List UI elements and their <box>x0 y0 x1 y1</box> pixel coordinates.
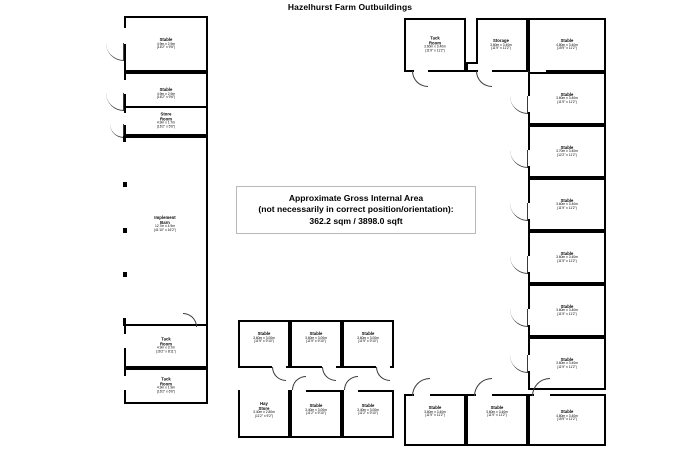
room-label: Stable 3.60m x 3.40m (11'9" x 11'2") <box>556 250 578 263</box>
room-left-tack-1[interactable]: Tack Room 4.9m x 3.7m (16'2" x 8'11") <box>124 324 208 368</box>
doorway-gap <box>122 80 126 94</box>
room-mid-stable-5[interactable]: Stable 3.40m x 3.00m (11'2" x 9'10") <box>342 390 394 438</box>
room-label: Stable 3.60m x 3.40m (11'9" x 11'2") <box>556 303 578 316</box>
room-right-stable-4[interactable]: Stable 3.60m x 3.40m (11'9" x 11'2") <box>528 231 606 284</box>
barn-post <box>123 182 127 187</box>
door-arc-icon <box>510 203 528 221</box>
room-label: Stable 3.40m x 3.00m (11'2" x 9'10") <box>357 403 379 416</box>
room-bot-stable-3[interactable]: Stable 4.80m x 3.40m (15'9" x 11'2") <box>528 394 606 446</box>
room-label: Stable 3.60m x 3.40m (11'9" x 11'2") <box>556 91 578 104</box>
room-top-stable[interactable]: Stable 4.80m x 3.40m (15'9" x 11'2") <box>528 18 606 72</box>
gia-line-2: (not necessarily in correct position/ori… <box>258 204 454 215</box>
room-label: Stable 3.60m x 3.00m (11'9" x 9'10") <box>357 331 379 344</box>
doorway-gap <box>526 256 531 272</box>
room-right-stable-3[interactable]: Stable 3.60m x 3.40m (11'9" x 11'2") <box>528 178 606 231</box>
room-label: Stable 3.60m x 3.40m (11'9" x 11'2") <box>424 405 446 418</box>
room-mid-stable-3[interactable]: Stable 3.60m x 3.00m (11'9" x 9'10") <box>342 320 394 368</box>
door-arc-icon <box>344 376 358 390</box>
room-right-stable-2[interactable]: Stable 3.70m x 3.40m (12'2" x 11'2") <box>528 125 606 178</box>
door-arc-icon <box>510 355 528 373</box>
door-arc-icon <box>376 367 390 381</box>
door-arc-icon <box>412 378 430 396</box>
door-arc-icon <box>106 93 124 111</box>
doorway-gap <box>526 150 531 166</box>
gia-line-3: 362.2 sqm / 3898.0 sqft <box>309 215 403 226</box>
room-label: Tack Room 3.60m x 3.40m (11'9" x 11'2") <box>424 35 446 53</box>
barn-post <box>123 272 127 277</box>
storage-partition <box>466 18 478 64</box>
doorway-gap <box>292 388 306 393</box>
doorway-gap <box>122 28 126 44</box>
door-arc-icon <box>412 71 428 87</box>
room-label: Tack Room 4.9m x 1.9m (16'2" x 6'6") <box>156 376 176 394</box>
room-hay-store[interactable]: Hay Store 3.40m x 2.80m (11'2" x 9'2") <box>238 390 290 438</box>
barn-post <box>123 318 126 326</box>
room-implement-barn[interactable]: Implement Barn 12.7m x 4.9m (41'10" x 16… <box>124 136 208 326</box>
room-label: Hay Store 3.40m x 2.80m (11'2" x 9'2") <box>253 401 275 419</box>
doorway-gap <box>344 388 358 393</box>
room-label: Stable 4.9m x 2.9m (16'2" x 9'6") <box>156 36 176 50</box>
room-mid-stable-4[interactable]: Stable 3.40m x 3.00m (11'2" x 9'10") <box>290 390 342 438</box>
room-top-tack[interactable]: Tack Room 3.60m x 3.40m (11'9" x 11'2") <box>404 18 466 72</box>
room-label: Stable 4.9m x 2.9m (16'2" x 9'6") <box>156 86 176 100</box>
room-label: Tack Room 4.9m x 3.7m (16'2" x 8'11") <box>155 336 177 354</box>
room-mid-stable-2[interactable]: Stable 3.60m x 3.00m (11'9" x 9'10") <box>290 320 342 368</box>
room-bot-stable-2[interactable]: Stable 3.60m x 3.40m (11'9" x 11'2") <box>466 394 528 446</box>
doorway-gap <box>122 113 126 125</box>
door-arc-icon <box>110 124 124 138</box>
room-label: Stable 3.60m x 3.00m (11'9" x 9'10") <box>305 331 327 344</box>
room-label: Implement Barn 12.7m x 4.9m (41'10" x 16… <box>153 215 177 233</box>
gia-line-1: Approximate Gross Internal Area <box>288 192 424 203</box>
room-label: Stable 3.60m x 3.40m (11'9" x 11'2") <box>556 356 578 369</box>
barn-post <box>123 136 126 142</box>
room-label: Stable 3.60m x 3.40m (11'9" x 11'2") <box>486 405 508 418</box>
room-label: Stable 3.60m x 3.40m (11'9" x 11'2") <box>556 197 578 210</box>
gross-internal-area-box: Approximate Gross Internal Area (not nec… <box>236 186 476 234</box>
page-title: Hazelhurst Farm Outbuildings <box>287 2 413 12</box>
doorway-gap <box>526 96 531 112</box>
doorway-gap <box>526 355 531 371</box>
room-right-stable-1[interactable]: Stable 3.60m x 3.40m (11'9" x 11'2") <box>528 72 606 125</box>
door-arc-icon <box>476 71 492 87</box>
door-arc-icon <box>272 367 286 381</box>
doorway-gap <box>526 203 531 219</box>
door-arc-icon <box>474 378 492 396</box>
room-label: Stable 3.70m x 3.40m (12'2" x 11'2") <box>556 144 578 157</box>
room-mid-stable-1[interactable]: Stable 3.60m x 3.00m (11'9" x 9'10") <box>238 320 290 368</box>
door-arc-icon <box>510 256 528 274</box>
doorway-gap <box>122 376 126 390</box>
room-left-store[interactable]: Store Room 4.9m x 1.7m (16'2" x 5'6") <box>124 106 208 136</box>
room-label: Stable 4.80m x 3.40m (15'9" x 11'2") <box>556 409 578 422</box>
room-right-stable-5[interactable]: Stable 3.60m x 3.40m (11'9" x 11'2") <box>528 284 606 337</box>
door-arc-icon <box>510 96 528 114</box>
barn-post <box>123 228 127 233</box>
door-arc-icon <box>106 43 124 61</box>
room-label: Stable 3.40m x 3.00m (11'2" x 9'10") <box>305 403 327 416</box>
door-arc-icon <box>292 376 306 390</box>
room-bot-stable-1[interactable]: Stable 3.60m x 3.40m (11'9" x 11'2") <box>404 394 466 446</box>
room-left-tack-2[interactable]: Tack Room 4.9m x 1.9m (16'2" x 6'6") <box>124 368 208 404</box>
room-label: Storage 3.60m x 3.40m (11'9" x 11'2") <box>490 37 512 51</box>
door-arc-icon <box>322 367 336 381</box>
room-label: Store Room 4.9m x 1.7m (16'2" x 5'6") <box>156 111 176 129</box>
doorway-gap <box>526 309 531 325</box>
room-label: Stable 4.80m x 3.40m (15'9" x 11'2") <box>556 37 578 51</box>
door-arc-icon <box>510 150 528 168</box>
doorway-gap <box>122 334 126 348</box>
room-left-stable-1[interactable]: Stable 4.9m x 2.9m (16'2" x 9'6") <box>124 16 208 72</box>
room-label: Stable 3.60m x 3.00m (11'9" x 9'10") <box>253 331 275 344</box>
door-arc-icon <box>510 309 528 327</box>
